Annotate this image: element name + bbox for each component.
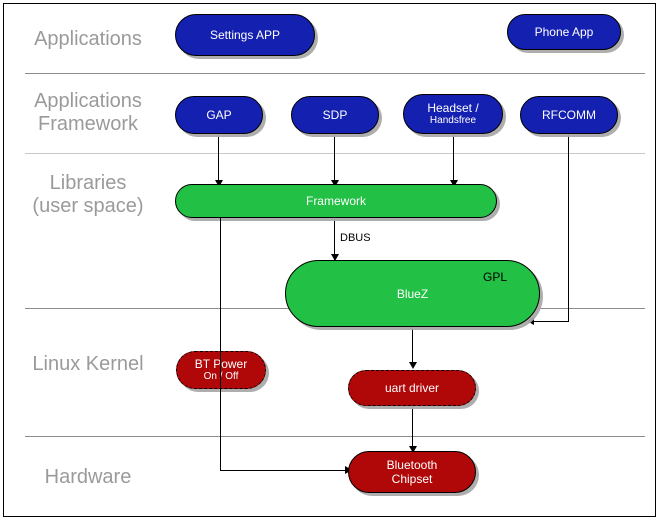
node-sdp-label: SDP	[322, 108, 348, 122]
node-framework[interactable]: Framework	[175, 184, 497, 218]
layer-label-hardware: Hardware	[44, 466, 132, 488]
connector-rfcomm-vertical	[568, 134, 569, 321]
node-sdp[interactable]: SDP	[291, 96, 379, 134]
node-settings-app-label: Settings APP	[209, 28, 281, 42]
layer-label-libraries: Libraries (user space)	[32, 172, 144, 217]
layer-label-applications-framework: Applications Framework	[34, 90, 142, 135]
node-bluez-label: BlueZ	[396, 286, 429, 301]
node-headset-handsfree-label-line1: Headset /	[427, 101, 479, 115]
connector-rfcomm-horizontal	[534, 321, 569, 322]
connector-gap-to-framework	[218, 134, 219, 184]
node-bt-power-label-line2: On / Off	[203, 371, 239, 382]
node-headset-handsfree[interactable]: Headset / Handsfree	[403, 94, 503, 134]
connector-framework-to-bluez	[334, 218, 335, 260]
node-bt-power-label-line1: BT Power	[194, 357, 248, 371]
node-bluez[interactable]: BlueZ	[285, 260, 540, 327]
arrowhead-bluez-to-uart	[409, 362, 417, 369]
node-uart-driver[interactable]: uart driver	[348, 370, 476, 406]
connector-headset-to-framework	[453, 134, 454, 184]
arrowhead-rfcomm-to-bluez	[527, 317, 534, 325]
layer-label-linux-kernel: Linux Kernel	[32, 353, 144, 375]
connector-sdp-to-framework	[334, 134, 335, 184]
node-rfcomm[interactable]: RFCOMM	[520, 96, 618, 134]
divider-linux-kernel	[25, 436, 645, 437]
node-headset-handsfree-label-line2: Handsfree	[429, 115, 477, 126]
node-framework-label: Framework	[305, 194, 366, 208]
node-gap-label: GAP	[206, 108, 232, 122]
node-bluetooth-chipset[interactable]: Bluetooth Chipset	[348, 451, 476, 493]
diagram-border	[3, 3, 656, 517]
node-settings-app[interactable]: Settings APP	[175, 14, 315, 56]
divider-applications-framework	[25, 153, 645, 154]
connector-framework-to-chipset-vertical	[220, 218, 221, 470]
edge-label-dbus: DBUS	[340, 232, 371, 244]
node-bluez-license-note: GPL	[483, 270, 508, 284]
node-phone-app-label: Phone App	[534, 25, 594, 39]
arrowhead-framework-to-bluez	[331, 254, 339, 261]
node-phone-app[interactable]: Phone App	[507, 14, 621, 50]
node-rfcomm-label: RFCOMM	[542, 108, 596, 122]
node-gap[interactable]: GAP	[175, 96, 263, 134]
layer-label-applications: Applications	[34, 28, 142, 50]
arrowhead-uart-to-chipset	[409, 446, 417, 453]
node-bluetooth-chipset-label-line1: Bluetooth	[386, 458, 438, 472]
node-bt-power[interactable]: BT Power On / Off	[176, 351, 266, 389]
node-bluetooth-chipset-label-line2: Chipset	[391, 472, 433, 486]
connector-uart-to-chipset	[412, 406, 413, 450]
node-uart-driver-label: uart driver	[384, 381, 440, 395]
connector-framework-to-chipset-horizontal	[220, 470, 348, 471]
connector-bluez-to-uart	[412, 326, 413, 366]
divider-applications	[25, 73, 645, 74]
